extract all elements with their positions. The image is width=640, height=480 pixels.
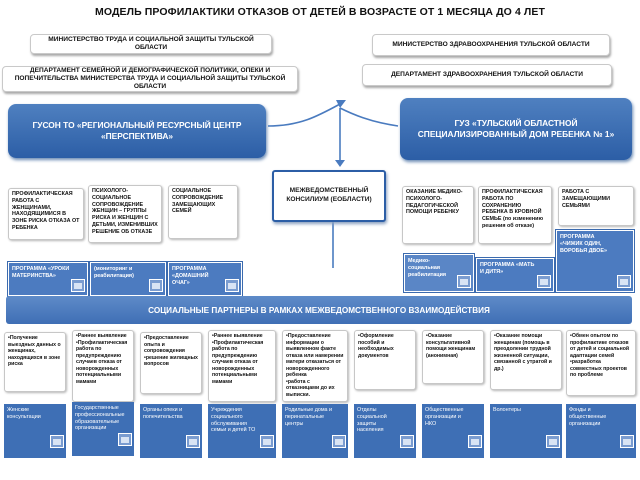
partner-task-box: •Обмен опытом по профилактике отказов от… xyxy=(566,330,636,396)
department-health: ДЕПАРТАМЕНТ ЗДРАВООХРАНЕНИЯ ТУЛЬСКОЙ ОБЛ… xyxy=(362,64,612,86)
photo-icon xyxy=(50,435,64,448)
page-title: МОДЕЛЬ ПРОФИЛАКТИКИ ОТКАЗОВ ОТ ДЕТЕЙ В В… xyxy=(94,6,545,18)
partner-organization: Волонтеры xyxy=(490,404,562,458)
service-medical-psych-help: ОКАЗАНИЕ МЕДИКО-ПСИХОЛОГО-ПЕДАГОГИЧЕСКОЙ… xyxy=(402,186,474,244)
partner-task-box: •Раннее выявление•Профилактическая работ… xyxy=(208,330,276,402)
partner-task-item: •Оказание консультативной помощи женщина… xyxy=(426,333,476,359)
partner-task-item: •работа с отказницами до их выписки. xyxy=(286,378,335,398)
partner-organization: Женские консультации xyxy=(4,404,66,458)
service-foster-families: РАБОТА С ЗАМЕЩАЮЩИМИ СЕМЬЯМИ xyxy=(558,186,634,226)
partner-task-box: •Оказание консультативной помощи женщина… xyxy=(422,330,484,384)
partner-task-item: •Профилактическая работа по предупрежден… xyxy=(76,339,128,385)
partner-task-item: •разработка совместных проектов по пробл… xyxy=(570,359,627,378)
partner-organization-label: Фонды и общественные организации xyxy=(569,407,607,427)
partner-task-box: •Предоставление информации о выявленном … xyxy=(282,330,348,402)
partner-organization-label: Органы опеки и попечительства xyxy=(143,407,183,420)
partner-organization-label: Женские консультации xyxy=(7,407,41,420)
partner-organization-label: Учреждения социального обслуживания семь… xyxy=(211,407,256,434)
partner-task-item: •Оказание помощи женщинам (помощь в прео… xyxy=(494,333,552,372)
partner-organization-label: Общественные организации и НКО xyxy=(425,407,464,427)
partner-organization: Учреждения социального обслуживания семь… xyxy=(208,404,276,458)
ministry-labor: МИНИСТЕРСТВО ТРУДА И СОЦИАЛЬНОЙ ЗАЩИТЫ Т… xyxy=(30,34,272,54)
service-family-preservation: ПРОФИЛАКТИЧЕСКАЯ РАБОТА ПО СОХРАНЕНИЮ РЕ… xyxy=(478,186,552,244)
partner-task-box: •Предоставление опыта и сопровождения•ре… xyxy=(140,332,202,394)
interdepartmental-consilium: МЕЖВЕДОМСТВЕННЫЙ КОНСИЛИУМ (ЕОБЛАСТИ) xyxy=(272,170,386,222)
program-mother-and-child: ПРОГРАММА «МАТЬ И ДИТЯ» xyxy=(475,257,555,293)
program-medical-rehab: Медико-социальная реабилитация xyxy=(403,253,475,293)
photo-icon xyxy=(149,279,163,292)
program-label: (мониторинг и реабилитация) xyxy=(94,266,134,279)
partner-task-item: •Оформление пособий и необходимых докуме… xyxy=(358,333,394,359)
partner-organization: Родильные дома и перинатальные центры xyxy=(282,404,348,458)
partner-task-item: •Раннее выявление xyxy=(212,333,263,339)
partner-task-item: •решение жилищных вопросов xyxy=(144,354,198,368)
service-psychosocial-support: ПСИХОЛОГО-СОЦИАЛЬНОЕ СОПРОВОЖДЕНИЕ ЖЕНЩИ… xyxy=(88,185,162,243)
program-label: ПРОГРАММА «ЧИЖИК ОДИН, ВОРОБЬЯ ДВОЕ» xyxy=(560,234,607,254)
partner-organization: Государственные профессиональные образов… xyxy=(72,402,134,456)
partner-task-item: •Предоставление опыта и сопровождения xyxy=(144,335,189,354)
program-motherhood-lessons: ПРОГРАММА «УРОКИ МАТЕРИНСТВА» xyxy=(7,261,89,297)
partner-organization-label: Родильные дома и перинатальные центры xyxy=(285,407,333,427)
program-label: ПРОГРАММА «ДОМАШНИЙ ОЧАГ» xyxy=(172,266,209,286)
photo-icon xyxy=(617,275,631,288)
photo-icon xyxy=(537,275,551,288)
photo-icon xyxy=(457,275,471,288)
partner-task-box: •Получение выездных данных о женщинах, н… xyxy=(4,332,66,392)
partner-organization: Органы опеки и попечительства xyxy=(140,404,202,458)
partner-task-box: •Оформление пособий и необходимых докуме… xyxy=(354,330,416,390)
photo-icon xyxy=(118,433,132,446)
partner-task-item: •Обмен опытом по профилактике отказов от… xyxy=(570,333,630,359)
partner-task-item: •Раннее выявление xyxy=(76,333,127,339)
partner-task-box: •Оказание помощи женщинам (помощь в прео… xyxy=(490,330,562,390)
partner-organization: Фонды и общественные организации xyxy=(566,404,636,458)
partner-organization: Общественные организации и НКО xyxy=(422,404,484,458)
program-label: Медико-социальная реабилитация xyxy=(408,258,447,278)
program-label: ПРОГРАММА «МАТЬ И ДИТЯ» xyxy=(480,262,535,275)
institution-baby-home: ГУЗ «ТУЛЬСКИЙ ОБЛАСТНОЙ СПЕЦИАЛИЗИРОВАНН… xyxy=(400,98,632,160)
photo-icon xyxy=(260,435,274,448)
partner-task-item: •Получение выездных данных о женщинах, н… xyxy=(8,335,61,367)
photo-icon xyxy=(186,435,200,448)
photo-icon xyxy=(468,435,482,448)
photo-icon xyxy=(71,279,85,292)
partner-organization-label: Государственные профессиональные образов… xyxy=(75,405,125,432)
partner-organization: Отделы социальной защиты населения xyxy=(354,404,416,458)
partner-task-item: •Профилактическая работа по предупрежден… xyxy=(212,339,264,385)
photo-icon xyxy=(225,279,239,292)
partner-task-box: •Раннее выявление•Профилактическая работ… xyxy=(72,330,134,402)
service-prevention-women: ПРОФИЛАКТИЧЕСКАЯ РАБОТА С ЖЕНЩИНАМИ, НАХ… xyxy=(8,188,84,240)
program-label: ПРОГРАММА «УРОКИ МАТЕРИНСТВА» xyxy=(12,266,70,279)
photo-icon xyxy=(400,435,414,448)
department-family-policy: ДЕПАРТАМЕНТ СЕМЕЙНОЙ И ДЕМОГРАФИЧЕСКОЙ П… xyxy=(2,66,298,92)
institution-perspektiva: ГУСОН ТО «РЕГИОНАЛЬНЫЙ РЕСУРСНЫЙ ЦЕНТР «… xyxy=(8,104,266,158)
program-monitoring: (мониторинг и реабилитация) xyxy=(89,261,167,297)
partner-organization-label: Волонтеры xyxy=(493,407,521,413)
ministry-health: МИНИСТЕРСТВО ЗДРАВООХРАНЕНИЯ ТУЛЬСКОЙ ОБ… xyxy=(372,34,610,56)
social-partners-banner: СОЦИАЛЬНЫЕ ПАРТНЕРЫ В РАМКАХ МЕЖВЕДОМСТВ… xyxy=(6,296,632,324)
partner-task-item: •Предоставление информации о выявленном … xyxy=(286,333,344,378)
service-foster-family-support: СОЦИАЛЬНОЕ СОПРОВОЖДЕНИЕ ЗАМЕЩАЮЩИХ СЕМЕ… xyxy=(168,185,238,239)
photo-icon xyxy=(546,435,560,448)
photo-icon xyxy=(620,435,634,448)
program-chizhik: ПРОГРАММА «ЧИЖИК ОДИН, ВОРОБЬЯ ДВОЕ» xyxy=(555,229,635,293)
partner-organization-label: Отделы социальной защиты населения xyxy=(357,407,387,434)
photo-icon xyxy=(332,435,346,448)
program-home-hearth: ПРОГРАММА «ДОМАШНИЙ ОЧАГ» xyxy=(167,261,243,297)
